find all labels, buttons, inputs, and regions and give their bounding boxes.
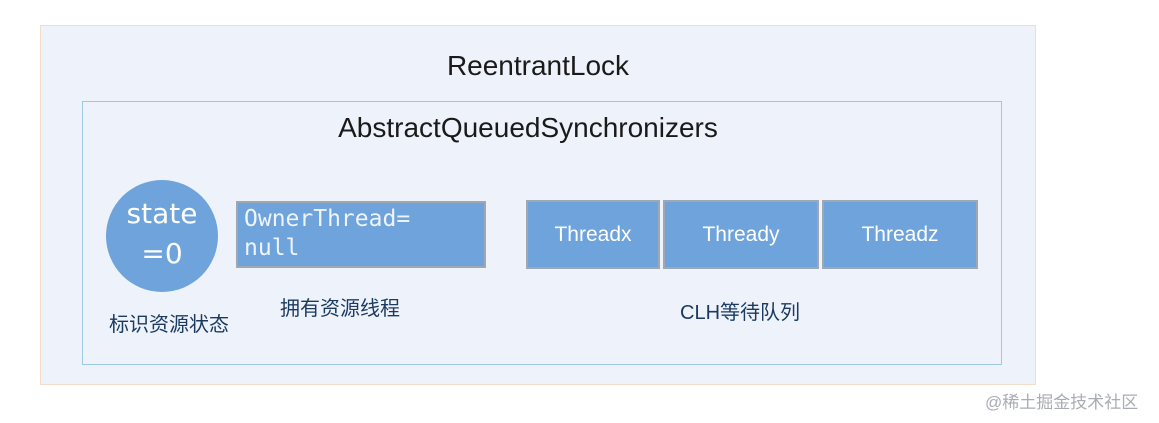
state-caption: 标识资源状态 — [109, 314, 229, 336]
clh-queue: Threadx Thready Threadz — [526, 200, 978, 269]
clh-queue-caption: CLH等待队列 — [680, 302, 801, 324]
reentrantlock-title: ReentrantLock — [446, 50, 630, 81]
owner-thread-value: null — [244, 235, 300, 261]
queue-node-thready: Thready — [663, 200, 819, 269]
queue-node-threadx: Threadx — [526, 200, 660, 269]
queue-node-threadz: Threadz — [822, 200, 978, 269]
watermark: @稀土掘金技术社区 — [985, 393, 1139, 412]
state-node: state =0 — [106, 180, 218, 292]
owner-thread-node: OwnerThread= null — [236, 201, 486, 268]
aqs-title: AbstractQueuedSynchronizers — [338, 112, 718, 143]
owner-thread-caption: 拥有资源线程 — [280, 298, 400, 320]
state-label: state — [126, 197, 198, 230]
state-value: =0 — [141, 237, 183, 270]
owner-thread-label: OwnerThread= — [244, 206, 411, 232]
